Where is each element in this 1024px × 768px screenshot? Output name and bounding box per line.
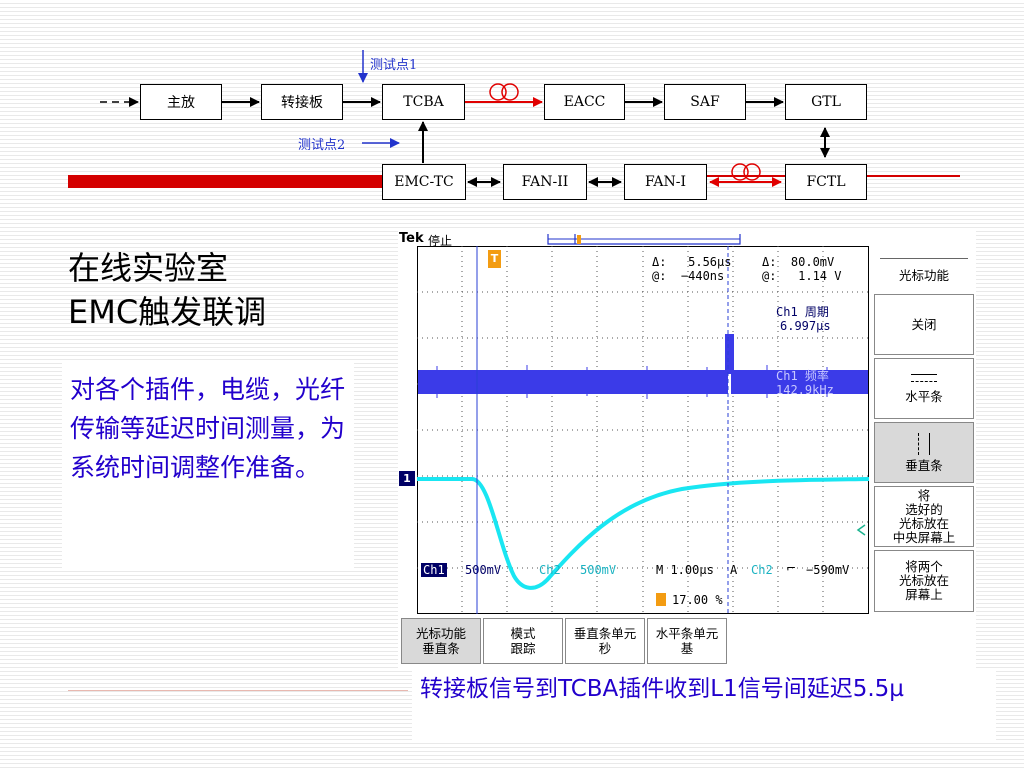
hbar-units-line-1: 水平条单元: [655, 626, 719, 641]
test-point-1-label: 测试点1: [370, 58, 418, 73]
horizontal-bars-icon: [911, 373, 937, 382]
timebase: M 1.00µs: [656, 563, 714, 577]
cursor-function-line-1: 光标功能: [415, 626, 466, 641]
caption-text: 转接板信号到TCBA插件收到L1信号间延迟5.5µ: [412, 670, 996, 742]
ch1-period-label: Ch1 周期: [776, 305, 829, 319]
hbar-units-line-2: 基: [680, 641, 694, 656]
side-button-off[interactable]: 关闭: [874, 294, 974, 355]
both-cursors-line-2: 光标放在: [898, 573, 949, 588]
block-adapter: 转接板: [261, 84, 343, 120]
title-line-1: 在线实验室: [68, 249, 229, 287]
mode-line-1: 模式: [510, 626, 536, 641]
side-button-both-cursors[interactable]: 将两个 光标放在 屏幕上: [874, 550, 974, 612]
block-fan-ii: FAN-II: [503, 164, 587, 200]
side-button-off-label: 关闭: [911, 316, 937, 332]
trigger-level: −590mV: [806, 563, 850, 577]
footer-rule: [68, 690, 408, 691]
cursor-at-volt: @: 1.14 V: [762, 269, 842, 283]
description-text: 对各个插件，电缆，光纤传输等延迟时间测量，为系统时间调整作准备。: [62, 362, 354, 568]
scope-graticule: [417, 246, 869, 614]
page-title: 在线实验室 EMC触发联调: [68, 246, 266, 334]
ch1-frequency-label: Ch1 频率: [776, 369, 829, 383]
test-point-2-label: 测试点2: [298, 138, 346, 153]
trigger-source: A: [730, 563, 738, 577]
scope-brand: Tek: [399, 231, 424, 246]
block-gtl: GTL: [785, 84, 867, 120]
block-eacc: EACC: [544, 84, 625, 120]
block-fan-i: FAN-I: [624, 164, 707, 200]
center-cursor-line-2: 选好的: [905, 501, 943, 517]
bottom-button-mode[interactable]: 模式 跟踪: [483, 618, 563, 664]
ch1-frequency-value: 142.9kHz: [776, 383, 834, 397]
side-button-center-cursor[interactable]: 将 选好的 光标放在 中央屏幕上: [874, 486, 974, 547]
ch1-ground-marker: 1: [399, 471, 415, 486]
bottom-button-hbar-units[interactable]: 水平条单元 基: [647, 618, 727, 664]
block-fctl: FCTL: [785, 164, 867, 200]
ch1-label: Ch1: [421, 563, 447, 577]
center-cursor-line-3: 光标放在: [898, 515, 949, 531]
center-cursor-line-1: 将: [917, 487, 931, 503]
mode-line-2: 跟踪: [510, 641, 536, 656]
title-line-2: EMC触发联调: [68, 293, 267, 331]
trigger-position: 17.00 %: [672, 593, 723, 607]
block-tcba: TCBA: [382, 84, 465, 120]
scope-run-state: 停止: [428, 234, 453, 248]
side-menu-header: 光标功能: [874, 262, 974, 290]
ch1-scale: 500mV: [465, 563, 502, 577]
graticule-lines: [417, 246, 869, 614]
trigger-pos-icon: [656, 593, 666, 606]
ch2-label: Ch2: [539, 563, 561, 577]
vbar-units-line-1: 垂直条单元: [573, 626, 637, 641]
cursor-delta-volt: Δ: 80.0mV: [762, 255, 835, 269]
side-button-vertical-bars[interactable]: 垂直条: [874, 422, 974, 483]
bottom-button-cursor-function[interactable]: 光标功能 垂直条: [401, 618, 481, 664]
record-position-bar: [547, 234, 741, 245]
cursor-at-time: @: −440ns: [652, 269, 725, 283]
block-saf: SAF: [664, 84, 746, 120]
vertical-bars-icon: [918, 432, 930, 455]
side-button-vertical-bars-label: 垂直条: [905, 457, 943, 473]
trigger-channel: Ch2: [751, 563, 773, 577]
vbar-units-line-2: 秒: [598, 641, 612, 656]
cursor-delta-time: Δ: 5.56µs: [652, 255, 732, 269]
side-menu-header-label: 光标功能: [898, 268, 949, 283]
block-main-amp: 主放: [140, 84, 222, 120]
bottom-button-vbar-units[interactable]: 垂直条单元 秒: [565, 618, 645, 664]
both-cursors-line-1: 将两个: [905, 559, 943, 574]
side-button-horizontal-bars[interactable]: 水平条: [874, 358, 974, 419]
both-cursors-line-3: 屏幕上: [905, 587, 943, 602]
block-emc-tc: EMC-TC: [382, 164, 466, 200]
side-menu-divider: [880, 258, 968, 259]
side-button-horizontal-bars-label: 水平条: [905, 388, 943, 404]
ch2-scale: 500mV: [580, 563, 617, 577]
trigger-slope-icon: ⌐: [786, 561, 797, 575]
center-cursor-line-4: 中央屏幕上: [892, 529, 956, 545]
trigger-position-marker: T: [488, 250, 501, 268]
ch1-period-value: 6.997µs: [780, 319, 831, 333]
cursor-function-line-2: 垂直条: [422, 641, 460, 656]
